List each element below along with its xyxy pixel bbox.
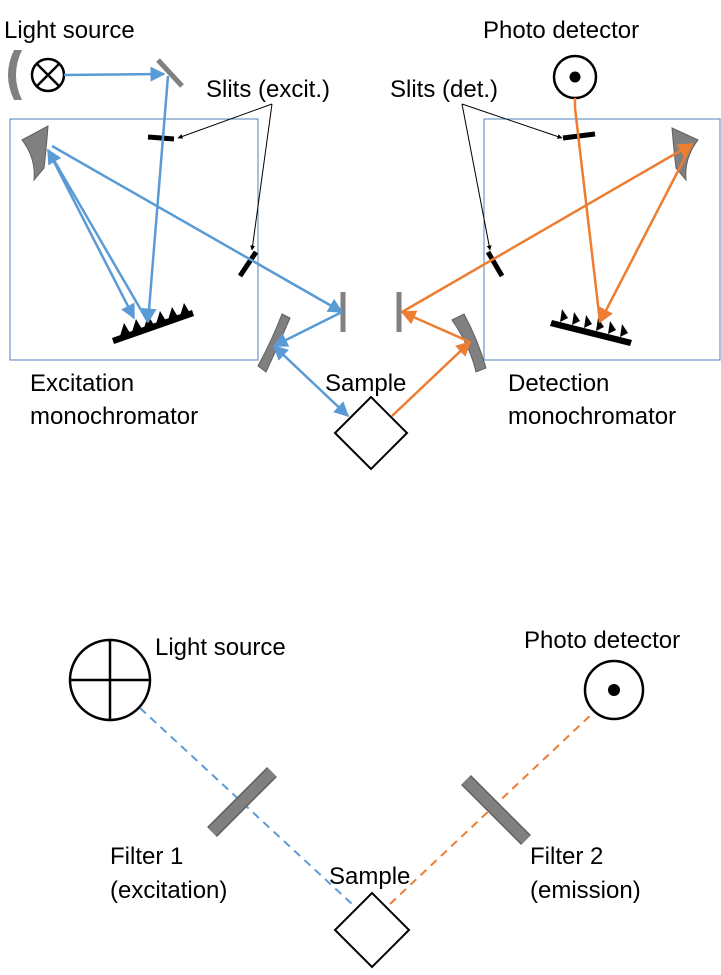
- bottom-sample-icon: [333, 891, 411, 969]
- top-sample-label: Sample: [325, 370, 406, 397]
- bottom-sample-label: Sample: [329, 863, 410, 890]
- bottom-light-source-icon: [68, 638, 152, 722]
- excitation-slit-1: [147, 134, 175, 142]
- top-diagram: Light source Photo detector Slits (excit…: [4, 17, 721, 471]
- detection-mono-label-1: Detection: [508, 370, 609, 397]
- emission-beam: [391, 98, 694, 417]
- excitation-slit-2: [237, 250, 259, 278]
- photo-detector-icon: [552, 54, 598, 100]
- excitation-sample-mirror: [257, 313, 291, 373]
- filter-2-fill: [462, 776, 530, 844]
- excitation-mono-label-2: monochromator: [30, 403, 198, 430]
- slits-det-label: Slits (det.): [390, 76, 498, 103]
- top-photo-detector-label: Photo detector: [483, 17, 639, 44]
- sample-icon: [333, 395, 409, 471]
- excitation-beam: [46, 66, 350, 418]
- slits-excit-label: Slits (excit.): [206, 76, 330, 103]
- excitation-monochromator-box: [9, 118, 259, 361]
- bottom-light-source-label: Light source: [155, 634, 286, 661]
- detection-grating: [550, 309, 632, 346]
- detection-mono-label-2: monochromator: [508, 403, 676, 430]
- filter-2-label-2: (emission): [530, 877, 641, 904]
- filter-2-label-1: Filter 2: [530, 843, 603, 870]
- light-source-icon: [8, 50, 66, 100]
- excitation-grating: [112, 303, 194, 344]
- bottom-photo-detector-icon: [583, 659, 645, 721]
- excitation-mono-label-1: Excitation: [30, 370, 134, 397]
- detection-slit-2: [485, 250, 505, 278]
- excitation-concave-mirror: [21, 125, 49, 182]
- top-light-source-label: Light source: [4, 17, 135, 44]
- flat-mirror: [156, 58, 184, 88]
- detection-monochromator-box: [483, 118, 721, 361]
- filter-1-label-2: (excitation): [110, 877, 227, 904]
- slit-pointers: [177, 103, 563, 251]
- filter-1-label-1: Filter 1: [110, 843, 183, 870]
- filter-1-fill: [208, 768, 276, 836]
- bottom-diagram: Light source Photo detector Filter 1 (ex…: [68, 627, 680, 969]
- bottom-photo-detector-label: Photo detector: [524, 627, 680, 654]
